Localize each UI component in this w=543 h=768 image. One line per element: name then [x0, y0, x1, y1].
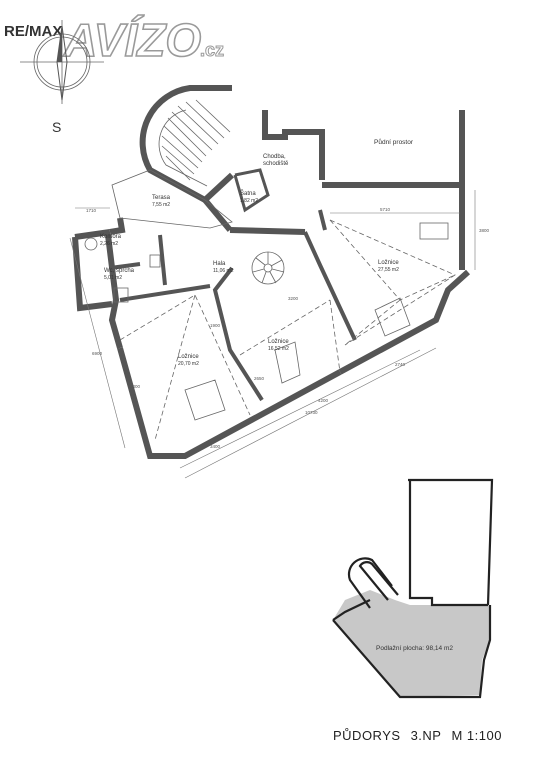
dim-label: 4200 [318, 398, 329, 403]
outer-walls [72, 110, 471, 459]
terrace-outline [111, 169, 233, 229]
dim-label: 1710 [86, 208, 97, 213]
room-loznice-mid-name: Ložnice [268, 339, 289, 345]
remax-logo: RE/MAX [4, 23, 62, 40]
room-hala-name: Hala [213, 261, 226, 267]
room-loznice-right-area: 27,55 m2 [378, 267, 399, 273]
roof-lines [119, 219, 456, 441]
dim-label: 3400 [210, 444, 221, 449]
dim-label: 3200 [288, 296, 299, 301]
room-komora-name: Komora [100, 234, 122, 240]
dimension-lines [69, 190, 476, 479]
room-wc-area: 5,01 m2 [104, 275, 122, 281]
dim-label: 10730 [305, 410, 318, 415]
room-loznice-mid-area: 16,52 m2 [268, 346, 289, 352]
furniture [84, 222, 449, 421]
room-satna-name: Šatna [240, 190, 256, 197]
dim-label: 3800 [479, 228, 490, 233]
room-wc-name: Wc, sprcha [104, 268, 135, 274]
room-terasa-name: Terasa [152, 195, 171, 201]
dim-label: 1900 [210, 323, 221, 328]
staircase-bow [139, 85, 235, 204]
room-terasa-area: 7,55 m2 [152, 202, 170, 208]
overview-plan: Podlažní plocha: 98,14 m2 [332, 478, 494, 699]
dim-label: 5710 [380, 207, 391, 212]
room-komora-area: 2,26 m2 [100, 241, 118, 247]
caption-scale: M 1:100 [451, 728, 502, 743]
dimension-labels: 1710 5710 3800 2740 4200 10730 3400 3200… [86, 207, 490, 449]
room-loznice-left-name: Ložnice [178, 354, 199, 360]
room-hala-area: 11,06 m2 [213, 268, 234, 274]
avizo-logo-tld: .cz [200, 40, 224, 60]
caption-floor: 3.NP [410, 728, 442, 743]
dim-label: 2650 [254, 376, 265, 381]
room-loznice-left-area: 20,70 m2 [178, 361, 199, 367]
interior-walls [109, 168, 357, 402]
overview-area-label: Podlažní plocha: 98,14 m2 [376, 645, 453, 652]
room-chodba-line1: Chodba, [263, 154, 286, 160]
caption-title: PŮDORYS [333, 728, 401, 743]
overview-shaded-area [333, 590, 490, 697]
room-pudni-name: Půdní prostor [374, 138, 414, 146]
room-satna-area: 1,82 m2 [240, 198, 258, 204]
avizo-logo-text: AVÍZO [63, 14, 201, 66]
drawing-caption: PŮDORYS 3.NP M 1:100 [333, 728, 512, 743]
spiral-staircase [251, 251, 285, 285]
dim-label: 2740 [395, 362, 406, 367]
dim-label: 6900 [92, 351, 103, 356]
avizo-logo: AVÍZO .cz [62, 13, 224, 67]
room-labels: Půdní prostor Chodba, schodiště Šatna 1,… [100, 138, 414, 367]
room-loznice-right-name: Ložnice [378, 260, 399, 266]
compass-north-letter: S [52, 119, 61, 135]
dim-label: 3400 [130, 384, 141, 389]
remax-logo-text: RE/MAX [4, 23, 62, 40]
room-chodba-line2: schodiště [263, 161, 289, 167]
compass-icon [20, 20, 104, 104]
